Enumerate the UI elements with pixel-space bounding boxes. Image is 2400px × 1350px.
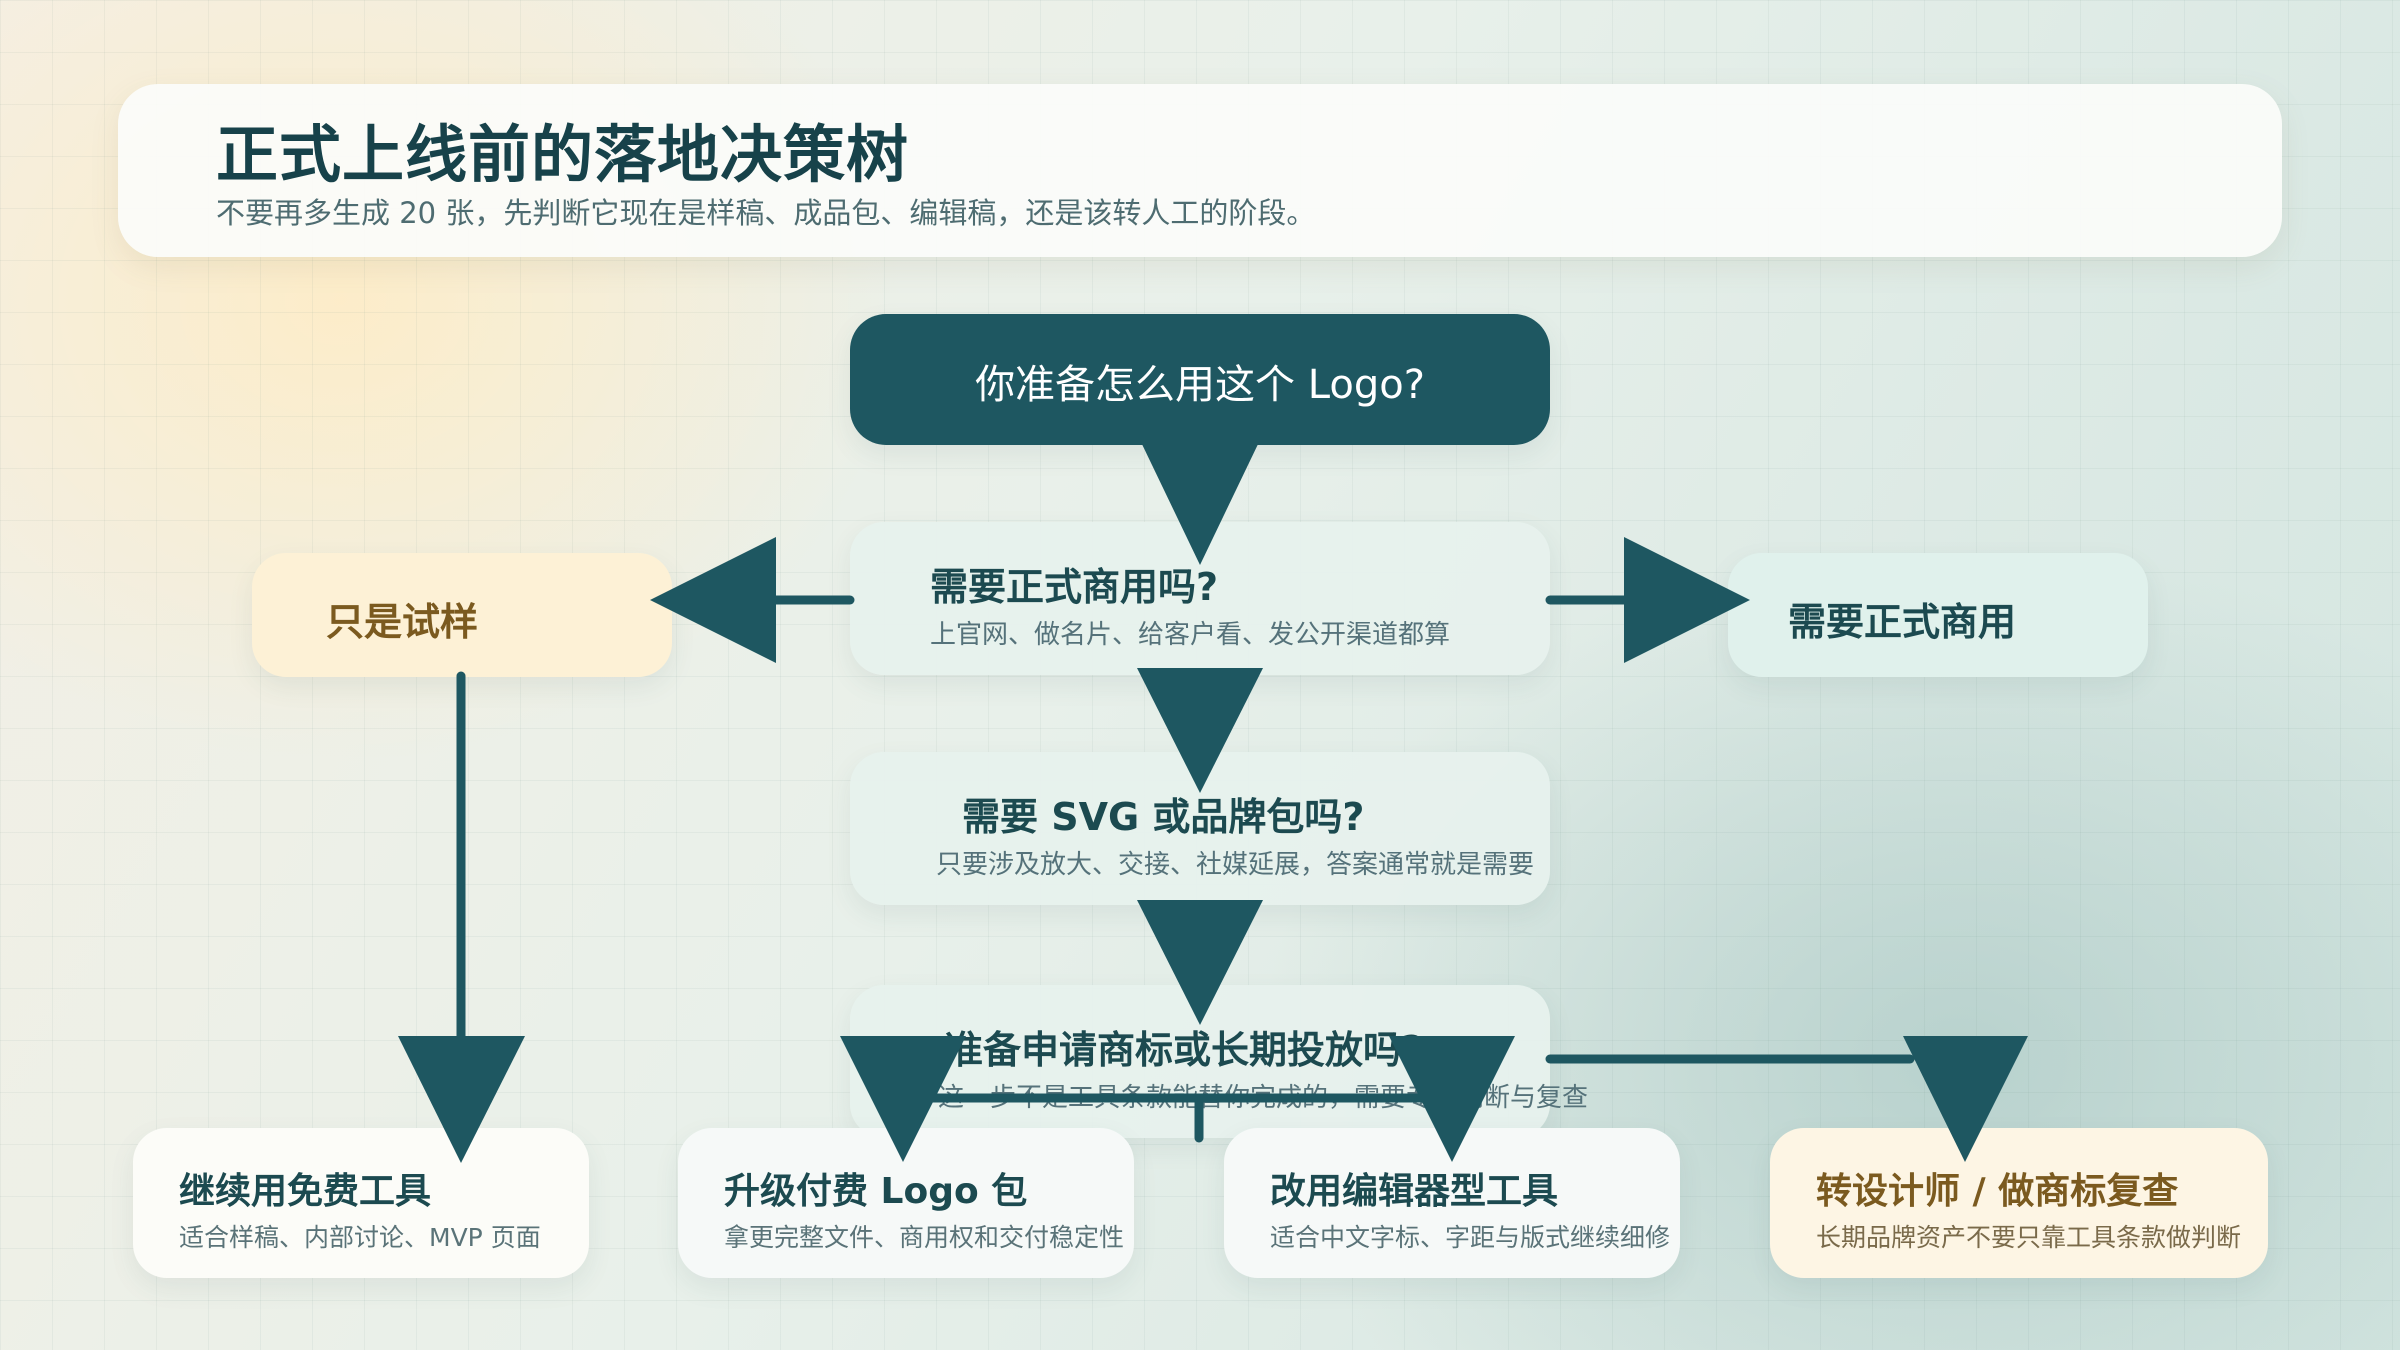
outcome-subtitle: 适合中文字标、字距与版式继续细修	[1270, 1223, 1671, 1252]
question-title: 需要正式商用吗?	[930, 565, 1219, 609]
outcome-title: 转设计师 / 做商标复查	[1816, 1171, 2179, 1212]
page-title: 正式上线前的落地决策树	[216, 118, 910, 191]
outcome-node-paid-logo-pack[interactable]: 升级付费 Logo 包 拿更完整文件、商用权和交付稳定性	[678, 1128, 1134, 1278]
header-card: 正式上线前的落地决策树 不要再多生成 20 张，先判断它现在是样稿、成品包、编辑…	[118, 84, 2282, 257]
question-subtitle: 上官网、做名片、给客户看、发公开渠道都算	[930, 620, 1451, 650]
question-title: 准备申请商标或长期投放吗?	[945, 1028, 1424, 1072]
outcome-title: 升级付费 Logo 包	[724, 1171, 1028, 1212]
outcome-subtitle: 长期品牌资产不要只靠工具条款做判断	[1816, 1223, 2242, 1252]
branch-node-commercial[interactable]: 需要正式商用	[1728, 553, 2148, 677]
outcome-node-free-tools[interactable]: 继续用免费工具 适合样稿、内部讨论、MVP 页面	[133, 1128, 589, 1278]
question-subtitle: 只要涉及放大、交接、社媒延展，答案通常就是需要	[936, 850, 1535, 880]
question-title: 需要 SVG 或品牌包吗?	[962, 795, 1365, 839]
branch-label: 需要正式商用	[1788, 600, 2017, 644]
root-question-node[interactable]: 你准备怎么用这个 Logo?	[850, 314, 1550, 445]
outcome-node-editor-tools[interactable]: 改用编辑器型工具 适合中文字标、字距与版式继续细修	[1224, 1128, 1680, 1278]
question-subtitle: 这一步不是工具条款能替你完成的，需要专业判断与复查	[938, 1083, 1589, 1113]
outcome-subtitle: 拿更完整文件、商用权和交付稳定性	[724, 1223, 1125, 1252]
outcome-title: 改用编辑器型工具	[1270, 1171, 1559, 1212]
question-node-svg-brand-pack[interactable]: 需要 SVG 或品牌包吗? 只要涉及放大、交接、社媒延展，答案通常就是需要	[850, 752, 1550, 905]
branch-label: 只是试样	[326, 600, 479, 644]
branch-node-trial-only[interactable]: 只是试样	[252, 553, 672, 677]
page-subtitle: 不要再多生成 20 张，先判断它现在是样稿、成品包、编辑稿，还是该转人工的阶段。	[216, 196, 1316, 230]
outcome-title: 继续用免费工具	[179, 1171, 432, 1212]
outcome-node-designer-review[interactable]: 转设计师 / 做商标复查 长期品牌资产不要只靠工具条款做判断	[1770, 1128, 2268, 1278]
root-question-title: 你准备怎么用这个 Logo?	[975, 362, 1425, 408]
outcome-subtitle: 适合样稿、内部讨论、MVP 页面	[179, 1223, 541, 1252]
question-node-commercial-use[interactable]: 需要正式商用吗? 上官网、做名片、给客户看、发公开渠道都算	[850, 522, 1550, 675]
question-node-trademark[interactable]: 准备申请商标或长期投放吗? 这一步不是工具条款能替你完成的，需要专业判断与复查	[850, 985, 1588, 1138]
